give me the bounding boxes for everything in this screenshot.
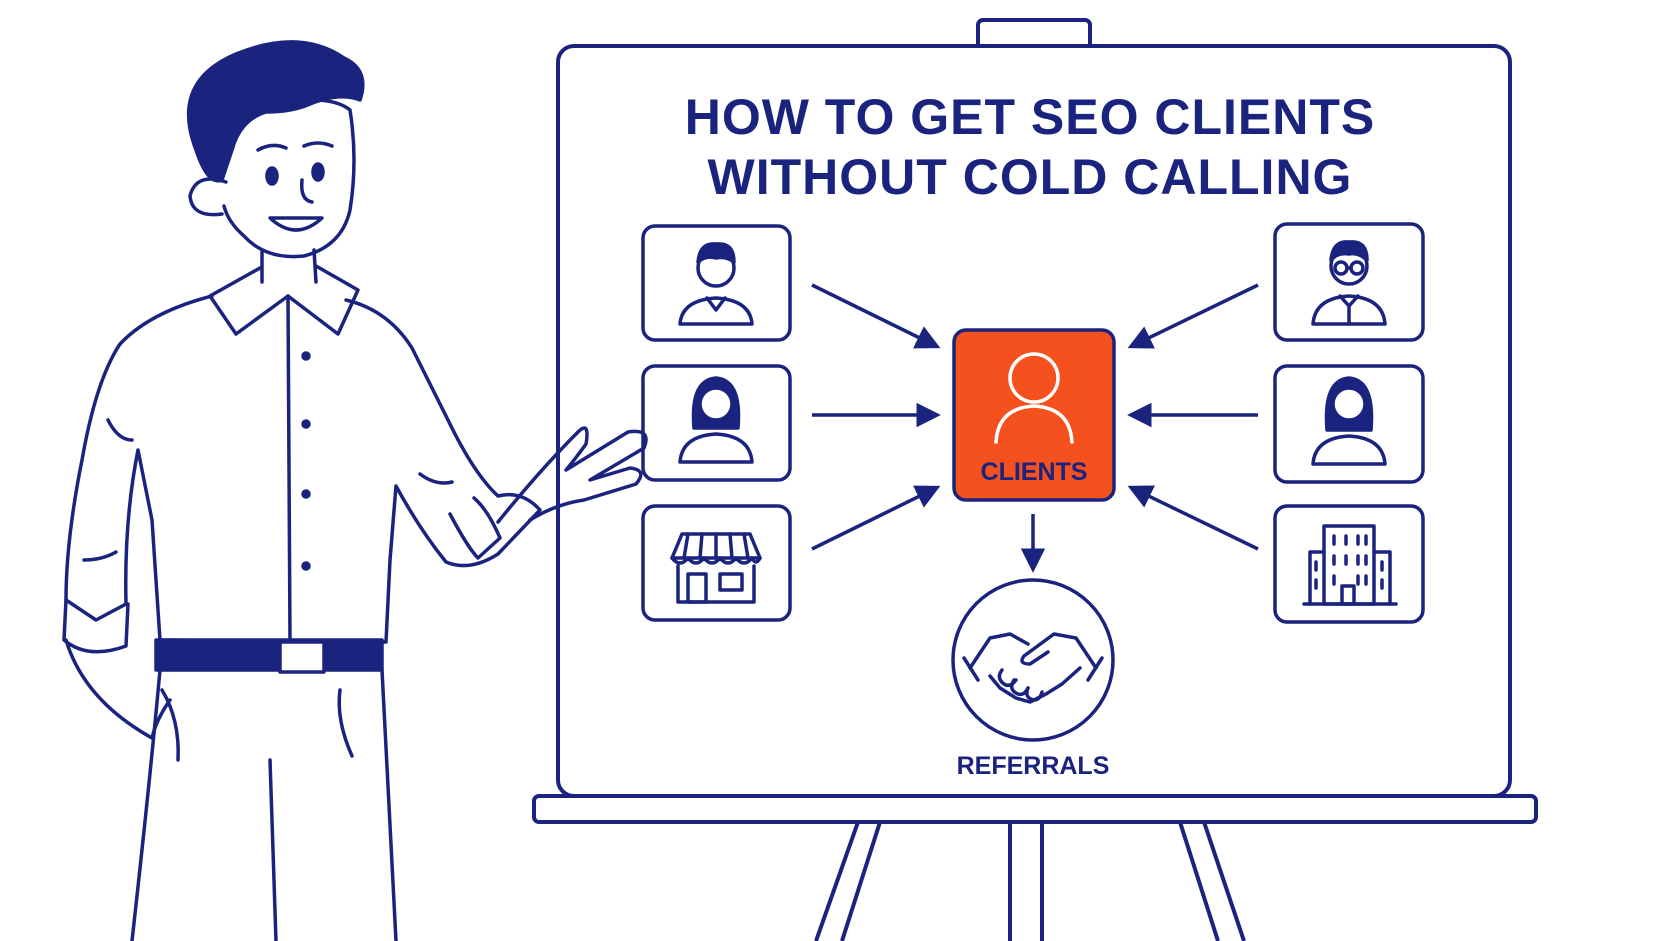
source-box-left-3 — [641, 504, 792, 622]
flow-arrows — [811, 283, 1259, 573]
source-box-left-1 — [641, 224, 792, 342]
easel-clip — [976, 18, 1092, 50]
person-icon — [994, 352, 1074, 444]
woman-avatar-icon — [678, 376, 754, 464]
clients-hub: CLIENTS — [952, 328, 1116, 502]
man-avatar-icon — [678, 242, 754, 326]
title-line-1: HOW TO GET SEO CLIENTS — [685, 89, 1376, 145]
source-box-right-1 — [1273, 222, 1425, 342]
referrals-node: REFERRALS — [951, 578, 1115, 780]
easel-right-leg — [1178, 821, 1246, 941]
arrow-right-3 — [1127, 485, 1259, 551]
easel-left-leg — [814, 821, 882, 941]
clients-label: CLIENTS — [981, 458, 1088, 486]
man-with-glasses-avatar-icon — [1311, 240, 1387, 326]
presenter-head — [222, 97, 356, 259]
handshake-icon — [962, 632, 1104, 704]
presenter-trousers — [130, 668, 398, 941]
presenter-hair — [187, 40, 365, 183]
easel-center-leg — [1008, 822, 1044, 941]
woman-avatar-icon — [1311, 376, 1387, 466]
source-box-left-2 — [641, 364, 792, 482]
presenter-mouth — [268, 216, 324, 232]
arrow-left-1 — [811, 283, 941, 349]
referrals-label: REFERRALS — [957, 752, 1110, 780]
presenter-collar — [208, 264, 360, 336]
presenter-left-eye — [265, 166, 279, 186]
arrow-left-3 — [811, 485, 941, 551]
presenter-right-eye — [311, 162, 325, 182]
presenter-shirt — [64, 294, 542, 644]
presenter-belt-buckle — [278, 640, 326, 674]
presenter-ear — [188, 177, 228, 217]
source-box-right-2 — [1273, 364, 1425, 484]
board-title: HOW TO GET SEO CLIENTS WITHOUT COLD CALL… — [685, 89, 1376, 205]
source-box-right-3 — [1273, 504, 1425, 624]
title-line-2: WITHOUT COLD CALLING — [708, 149, 1353, 205]
presenter-pointing-hand — [496, 426, 648, 524]
presenter — [62, 40, 648, 941]
storefront-icon — [670, 532, 762, 604]
presenter-right-cuff — [448, 496, 502, 560]
easel-tray — [532, 794, 1538, 824]
presenter-belt — [154, 638, 384, 672]
arrow-right-1 — [1127, 283, 1259, 349]
office-building-icon — [1302, 524, 1398, 606]
